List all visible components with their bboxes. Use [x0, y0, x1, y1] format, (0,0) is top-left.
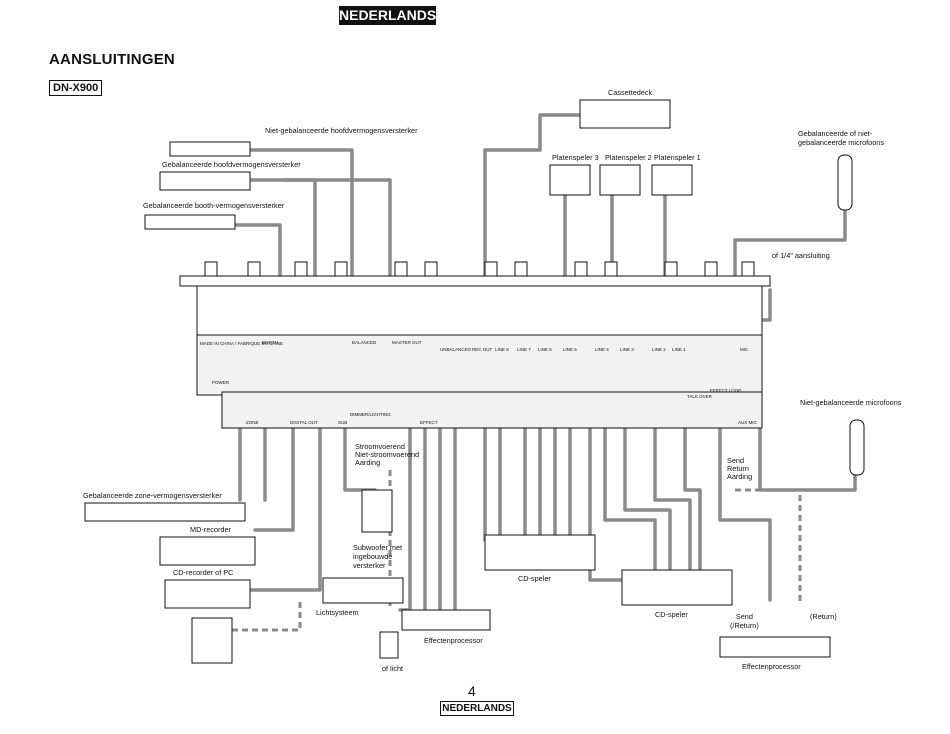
panel-rec-out: REC OUT: [472, 347, 493, 352]
light: [379, 631, 399, 659]
mixer-body: [196, 285, 763, 336]
footer-language-badge: NEDERLANDS: [440, 701, 514, 716]
label-light: of licht: [382, 664, 404, 673]
loop-ground: Aarding: [727, 472, 753, 481]
label-bal-mics: Gebalanceerde of niet-gebalanceerde micr…: [798, 129, 884, 147]
cassette-deck: [579, 99, 671, 129]
label-cd1: CD-speler: [518, 574, 551, 583]
cable-digital-md: [253, 418, 295, 532]
cable-digital-cd: [248, 418, 322, 592]
model-label: DN-X900: [49, 80, 103, 96]
turntable-3: [549, 164, 591, 196]
panel-line6: LINE 6: [538, 347, 552, 352]
loop-return: Return: [727, 464, 749, 473]
label-unbal-mics: Niet-gebalanceerde microfoons: [800, 398, 902, 407]
panel-zone: ZONE: [246, 420, 259, 425]
label-booth-amp: Gebalanceerde booth-vermogensversterker: [143, 201, 285, 210]
cable-mic-unbal: [758, 418, 857, 492]
panel-mic: MIC: [740, 347, 749, 352]
cable-pc-dashed: [232, 600, 302, 632]
turntable-1: [651, 164, 693, 196]
cable-unbal-amp: [248, 148, 354, 302]
panel-power: POWER: [212, 380, 230, 385]
zone-amp: [84, 502, 246, 522]
cable-effect-loop: [718, 418, 772, 602]
label-md: MD-recorder: [190, 525, 231, 534]
panel-line3: LINE 3: [620, 347, 634, 352]
panel-master-out: MASTER OUT: [392, 340, 422, 345]
cd-player-1: [484, 534, 596, 571]
power-ground: Aarding: [355, 458, 381, 467]
panel-sub: SUB: [338, 420, 348, 425]
booth-amp: [144, 214, 236, 230]
label-fx1: Effectenprocessor: [424, 636, 483, 645]
rear-panel-lower: [221, 391, 763, 429]
panel-unbalanced: UNBALANCED: [440, 347, 471, 352]
rear-panel-upper: [196, 334, 763, 396]
mixer-knobs: [204, 261, 755, 277]
light-system: [322, 577, 404, 604]
cable-zone: [238, 418, 267, 502]
label-cd-rec: CD-recorder of PC: [173, 568, 234, 577]
label-cd2: CD-speler: [655, 610, 688, 619]
pc-monitor: [191, 617, 233, 664]
label-zone-amp: Gebalanceerde zone-vermogensversterker: [83, 491, 222, 500]
panel-dimmer: DIMMER/LIGHTING: [350, 412, 391, 417]
md-recorder: [159, 536, 256, 566]
cable-cd1b: [538, 418, 572, 542]
label-tt3: Platenspeler 3: [552, 153, 599, 162]
cable-effects: [398, 418, 457, 612]
panel-line1: LINE 1: [672, 347, 686, 352]
unbal-power-amp: [169, 141, 251, 157]
panel-line2: LINE 2: [652, 347, 666, 352]
cable-booth-amp: [233, 223, 282, 302]
loop-send: Send: [727, 456, 745, 465]
page-title: AANSLUITINGEN: [49, 51, 175, 68]
effects-processor-1: [401, 609, 491, 631]
cable-cassette: [483, 113, 582, 292]
cable-cd2b: [603, 418, 702, 572]
send-label: Send (/Return): [730, 612, 759, 630]
label-quarter-inch: of 1/4" aansluiting: [772, 251, 830, 260]
label-cassette: Cassettedeck: [608, 88, 653, 97]
power-neutral: Niet-stroomvoerend: [355, 450, 420, 459]
panel-effect-loop: EFFECT LOOP: [710, 388, 742, 393]
bal-power-amp: [159, 171, 251, 191]
panel-line5: LINE 5: [563, 347, 577, 352]
language-badge: NEDERLANDS: [339, 6, 437, 25]
panel-made-in: MADE IN CHINA / FABRIQUE EN CHINE: [200, 341, 284, 346]
panel-booth: BOOTH: [262, 340, 279, 345]
label-subwoofer: Subwoofer met ingebouwde versterker: [353, 543, 403, 570]
label-tt2: Platenspeler 2: [605, 153, 652, 162]
label-tt1: Platenspeler 1: [654, 153, 701, 162]
effects-processor-2: [719, 636, 831, 658]
panel-aux-mic: AUX MIC: [738, 420, 757, 425]
panel-balanced: BALANCED: [352, 340, 377, 345]
microphone-balanced: [837, 154, 853, 211]
label-light-system: Lichtsysteem: [316, 608, 359, 617]
label-fx2: Effectenprocessor: [742, 662, 801, 671]
panel-line7: LINE 7: [517, 347, 531, 352]
cd-player-2: [621, 569, 733, 606]
panel-line4: LINE 4: [595, 347, 609, 352]
cable-cd2: [588, 418, 627, 582]
panel-line8: LINE 8: [495, 347, 509, 352]
return-label: (Return): [810, 612, 837, 621]
panel-effect: EFFECT: [420, 420, 438, 425]
panel-talk-over: TALK OVER: [687, 394, 712, 399]
cable-bal-amp-2: [283, 178, 392, 302]
cable-mic-bal: [733, 208, 847, 292]
cd-recorder: [164, 579, 251, 609]
mixer-top-plate: [179, 275, 771, 287]
page-number: 4: [468, 683, 476, 699]
label-bal-amp: Gebalanceerde hoofdvermogensversterker: [162, 160, 301, 169]
cable-cd1: [483, 418, 527, 542]
panel-digital-out: DIGITAL OUT: [290, 420, 318, 425]
label-unbal-amp: Niet-gebalanceerde hoofdvermogensverster…: [265, 126, 418, 135]
subwoofer: [361, 489, 393, 533]
turntable-2: [599, 164, 641, 196]
power-live: Stroomvoerend: [355, 442, 405, 451]
cable-return-dashed: [735, 488, 802, 605]
microphone-unbalanced: [849, 419, 865, 476]
